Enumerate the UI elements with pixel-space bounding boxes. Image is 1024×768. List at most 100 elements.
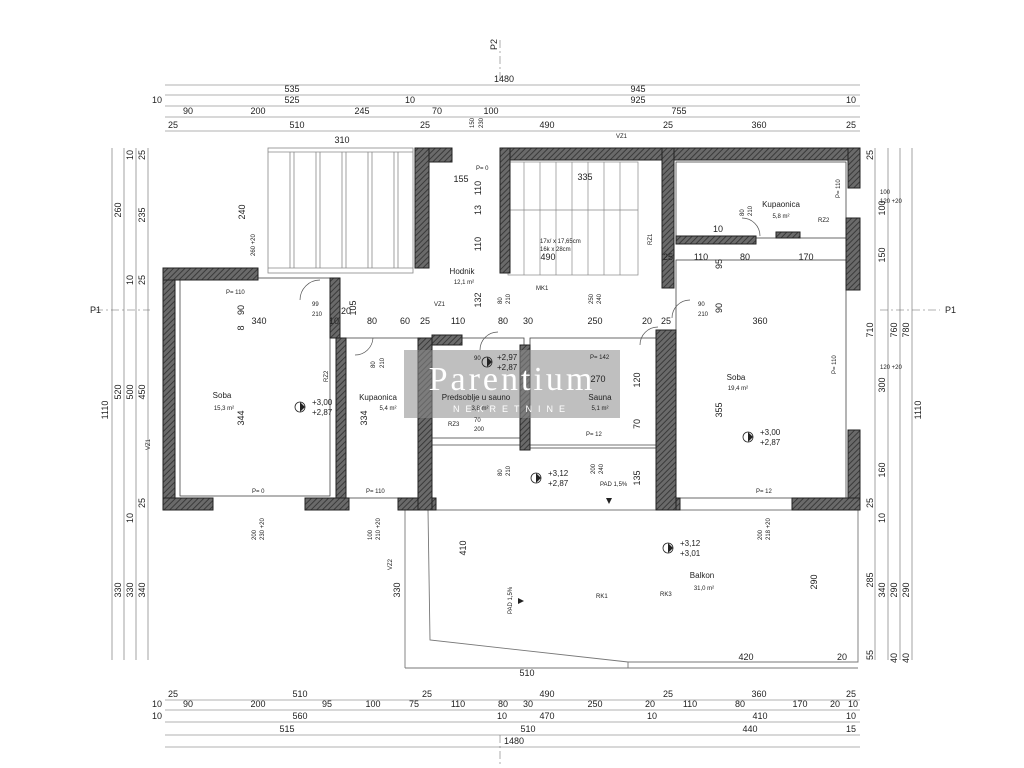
- dim-label: 90: [474, 356, 481, 362]
- dim-label: 25: [168, 120, 178, 130]
- dim-label: 80: [740, 252, 750, 262]
- dim-label: 135: [632, 470, 642, 485]
- dim-label: 10: [125, 150, 135, 160]
- dim-label: 80: [367, 316, 377, 326]
- dim-label: 10: [877, 513, 887, 523]
- dim-label: 95: [322, 699, 332, 709]
- dim-label: 945: [630, 84, 645, 94]
- dim-label: 25: [865, 498, 875, 508]
- dim-label: 560: [292, 711, 307, 721]
- slope-arrow-icon: [518, 598, 524, 604]
- section-p1-left: P1: [90, 305, 101, 315]
- door-swings: [299, 217, 761, 356]
- dim-label: 218 +20: [766, 517, 772, 540]
- dim-label: 20: [645, 699, 655, 709]
- tag-p0-hall: P= 0: [476, 166, 489, 172]
- dim-label: 360: [751, 120, 766, 130]
- elev-top: +3,12: [680, 539, 701, 548]
- dim-label: 525: [284, 95, 299, 105]
- dim-label: 25: [137, 150, 147, 160]
- dim-label: 110: [694, 252, 708, 262]
- elevation-icon: [742, 431, 754, 443]
- dim-label: 290: [901, 582, 911, 597]
- elev-top: +3,12: [548, 469, 569, 478]
- dim-label: 200: [250, 699, 265, 709]
- dim-label: 20: [642, 316, 652, 326]
- tag-p0: P= 0: [252, 489, 265, 495]
- dim-label: 200: [252, 529, 258, 540]
- dim-label: 10: [846, 95, 856, 105]
- dim-label: 510: [292, 689, 307, 699]
- dimension-lines-left: [111, 148, 149, 660]
- dim-label: 760: [889, 322, 899, 337]
- elev-bottom: +2,87: [548, 479, 569, 488]
- dim-label: 210: [506, 465, 512, 476]
- tag-p110-bed2: P= 110: [832, 355, 838, 374]
- elevation-icon: [530, 472, 542, 484]
- tag-vz1-left: VZ1: [146, 438, 152, 450]
- dim-label: 80: [498, 699, 508, 709]
- room-area: 31,0 m²: [694, 586, 714, 592]
- tag-stairs1: 17x/ x 17,65cm: [540, 239, 581, 245]
- elevation-icon: [294, 401, 306, 413]
- dim-label: 25: [663, 689, 673, 699]
- dim-label: 20: [830, 699, 840, 709]
- tag-rk1: RK1: [596, 594, 608, 600]
- tag-rz2-left: RZ2: [324, 370, 330, 382]
- dim-label: 100: [877, 200, 887, 215]
- dim-label: 25: [420, 120, 430, 130]
- dim-top-row5: 25 510 25 490 25 360 25: [168, 120, 856, 130]
- dim-label: 1480: [494, 74, 514, 84]
- dim-label: 8: [236, 325, 246, 330]
- dim-label: 100: [365, 699, 380, 709]
- dim-label: 470: [539, 711, 554, 721]
- dim-label: 10: [846, 711, 856, 721]
- dim-label: 120: [632, 372, 642, 387]
- dim-label: 290: [809, 574, 819, 589]
- dim-label: 100: [880, 190, 891, 196]
- dim-label: 10: [152, 95, 162, 105]
- dim-label: 515: [279, 724, 294, 734]
- room-area: 19,4 m²: [728, 386, 748, 392]
- dim-label: 420: [738, 652, 753, 662]
- dim-label: 132: [473, 292, 483, 307]
- dim-label: 285: [865, 572, 875, 587]
- watermark-name: Parentium: [429, 361, 596, 398]
- dim-top-row3: 10 525 10 925 10: [152, 95, 856, 105]
- dim-label: 200: [250, 106, 265, 116]
- dim-label: 110: [473, 181, 483, 195]
- dim-label: 120 +20: [880, 365, 903, 371]
- dim-label: 25: [137, 275, 147, 285]
- pergola: [267, 147, 414, 274]
- room-name: Kupaonica: [359, 393, 397, 402]
- elev-top: +3,00: [760, 428, 781, 437]
- section-p1-right: P1: [945, 305, 956, 315]
- dim-label: 10: [497, 711, 507, 721]
- dim-label: 100: [483, 106, 498, 116]
- dim-label: 80: [740, 209, 746, 216]
- dim-label: 90: [236, 305, 246, 315]
- dim-label: 210: [748, 205, 754, 216]
- tag-p12-sauna: P= 12: [586, 432, 603, 438]
- dim-label: 335: [577, 172, 592, 182]
- tag-rz3: RZ3: [448, 422, 460, 428]
- dim-label: 10: [713, 224, 723, 234]
- dim-label: 110: [683, 699, 697, 709]
- elev-top: +2,97: [497, 353, 518, 362]
- tag-stairs2: 16k x 28cm: [540, 247, 571, 253]
- dim-label: 360: [752, 316, 767, 326]
- tag-p142: P= 142: [590, 355, 610, 361]
- elevation-icon: [662, 542, 674, 554]
- dim-label: 410: [458, 540, 468, 555]
- dim-label: 90: [714, 303, 724, 313]
- room-name: Sauna: [588, 393, 612, 402]
- section-p2-label: P2: [489, 39, 499, 50]
- dim-label: 25: [663, 252, 673, 262]
- dim-label: 300: [877, 377, 887, 392]
- dim-label: 235: [137, 207, 147, 222]
- dim-label: 95: [714, 259, 724, 269]
- balcony: [404, 509, 859, 669]
- dim-left-labels: 1110 260 235 10 25 520 500 450 25 10 330…: [100, 150, 147, 598]
- room-labels: Soba 15,3 m² Kupaonica 5,4 m² Predsoblje…: [213, 200, 801, 592]
